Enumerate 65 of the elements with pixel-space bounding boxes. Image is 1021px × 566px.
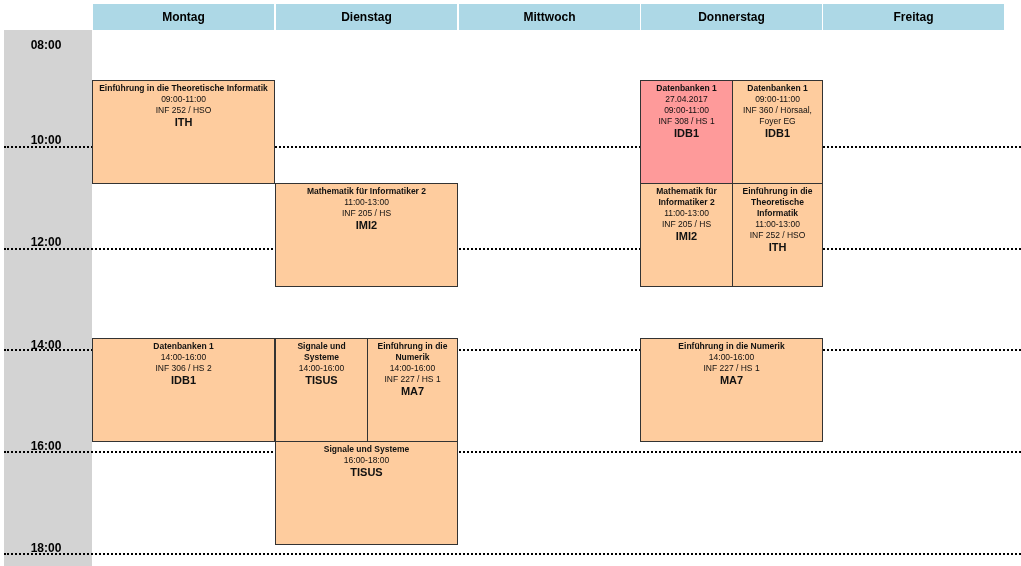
event-detail: 14:00-16:00: [159, 352, 208, 363]
time-label: 14:00: [29, 338, 63, 352]
day-header: Montag: [93, 4, 274, 30]
event-card: [92, 338, 275, 442]
day-header: Dienstag: [276, 4, 457, 30]
event-detail: 14:00-16:00: [388, 363, 437, 374]
event-detail: INF 252 / HSO: [154, 105, 213, 116]
event-detail: INF 205 / HS: [660, 219, 713, 230]
event-detail: INF 205 / HS: [340, 208, 393, 219]
time-label: 18:00: [29, 541, 63, 555]
course-code: ITH: [767, 241, 788, 254]
time-label: 16:00: [29, 439, 63, 453]
course-title: Mathematik für Informatiker 2: [306, 186, 427, 197]
event-detail: 11:00-13:00: [663, 208, 710, 219]
course-title: Datenbanken 1: [746, 83, 809, 94]
event-detail: 09:00-11:00: [663, 105, 710, 116]
course-code: IMI2: [674, 230, 699, 243]
course-code: MA7: [399, 385, 426, 398]
event-card: [275, 338, 368, 442]
event-card: [640, 183, 733, 287]
event-card: [640, 338, 823, 442]
course-code: IMI2: [354, 219, 379, 232]
event-detail: INF 306 / HS 2: [154, 363, 213, 374]
event-card: [732, 183, 823, 287]
course-title: Einführung in die Numerik: [677, 341, 786, 352]
event-card: [367, 338, 458, 442]
course-title: Datenbanken 1: [655, 83, 718, 94]
event-detail: 14:00-16:00: [707, 352, 756, 363]
course-code: IDB1: [672, 127, 701, 140]
event-detail: INF 227 / HS 1: [383, 374, 442, 385]
day-header: Mittwoch: [459, 4, 640, 30]
course-title: Signale und Systeme: [322, 444, 411, 455]
course-title: Mathematik für Informatiker 2: [655, 186, 718, 208]
event-detail: 09:00-11:00: [160, 94, 207, 105]
event-detail: 27.04.2017: [664, 94, 709, 105]
course-title: Einführung in die Theoretische Informatik: [98, 83, 269, 94]
course-code: ITH: [173, 116, 194, 129]
course-code: IDB1: [169, 374, 198, 387]
event-detail: INF 227 / HS 1: [702, 363, 761, 374]
course-title: Einführung in die Numerik: [376, 341, 449, 363]
event-detail: INF 308 / HS 1: [657, 116, 716, 127]
event-detail: 11:00-13:00: [343, 197, 390, 208]
event-detail: 09:00-11:00: [754, 94, 801, 105]
time-label: 12:00: [29, 235, 63, 249]
event-detail: 11:00-13:00: [754, 219, 801, 230]
course-title: Datenbanken 1: [152, 341, 215, 352]
course-title: Einführung in die Theoretische Informatik: [741, 186, 814, 219]
time-label: 08:00: [29, 38, 63, 52]
event-card: [92, 80, 275, 184]
event-card: [640, 80, 733, 184]
day-header: Freitag: [823, 4, 1004, 30]
course-code: TISUS: [349, 466, 384, 479]
day-header: Donnerstag: [641, 4, 822, 30]
event-detail: 14:00-16:00: [297, 363, 346, 374]
event-card: [732, 80, 823, 184]
time-label: 10:00: [29, 133, 63, 147]
course-code: TISUS: [304, 374, 339, 387]
event-card: [275, 183, 458, 287]
event-detail: INF 252 / HSO: [748, 230, 807, 241]
event-detail: 16:00-18:00: [342, 455, 391, 466]
event-detail: INF 360 / Hörsaal, Foyer EG: [742, 105, 813, 127]
course-title: Signale und Systeme: [296, 341, 347, 363]
course-code: MA7: [718, 374, 745, 387]
course-code: IDB1: [763, 127, 792, 140]
event-card: [275, 441, 458, 545]
